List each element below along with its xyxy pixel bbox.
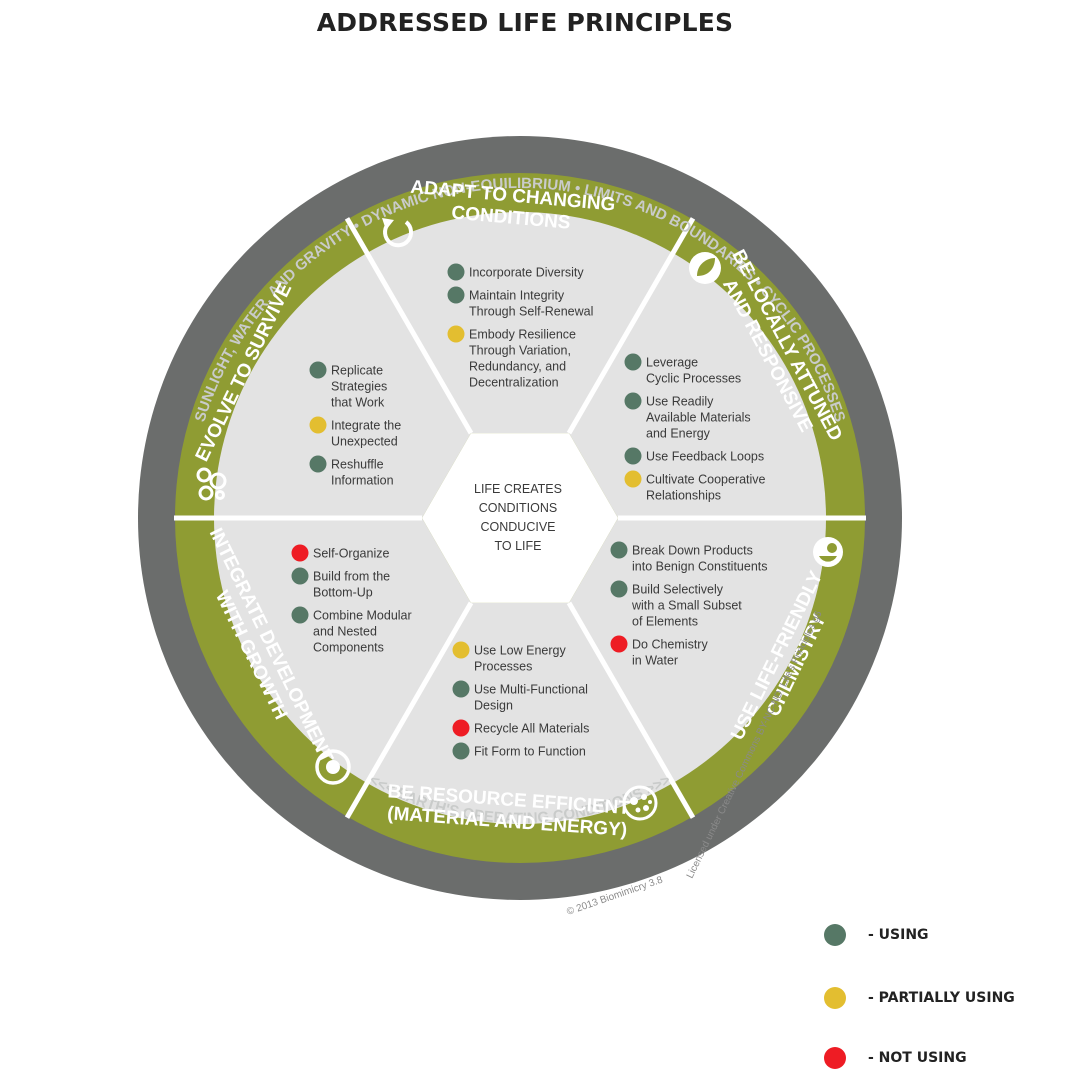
using-dot-icon — [824, 924, 846, 946]
section-icons — [196, 218, 843, 821]
status-dot-not — [610, 635, 628, 653]
circles-cluster-icon — [196, 467, 227, 501]
status-dot-using — [309, 361, 327, 379]
status-dot-using — [447, 286, 465, 304]
principle-item: Use Feedback Loops — [624, 447, 764, 465]
dots-spiral-icon — [622, 785, 658, 821]
legend-item-using: - USING — [824, 922, 929, 948]
divider-line — [344, 601, 474, 819]
principle-item: Self-Organize — [291, 544, 389, 562]
legend-item-partial: - PARTIALLY USING — [824, 985, 1015, 1011]
principle-item-label: Fit Form to Function — [474, 745, 586, 759]
wedge-adapt — [367, 212, 673, 434]
not-using-dot-icon — [824, 1047, 846, 1069]
legend-label-partial: - PARTIALLY USING — [868, 990, 1015, 1006]
divider-line — [344, 217, 474, 435]
leaf-icon — [689, 252, 721, 284]
principle-item-label: Self-Organize — [313, 547, 389, 561]
cycle-arrow-icon — [382, 218, 414, 248]
status-dot-using — [447, 263, 465, 281]
status-dot-using — [610, 580, 628, 598]
wedge-integrate — [214, 518, 471, 784]
page-title: ADDRESSED LIFE PRINCIPLES — [316, 8, 734, 37]
target-icon — [315, 749, 351, 785]
status-dot-using — [291, 567, 309, 585]
center-hexagon — [422, 433, 618, 603]
principle-item: Fit Form to Function — [452, 742, 586, 760]
status-dot-using — [624, 392, 642, 410]
flask-icon — [813, 537, 843, 567]
status-dot-partial — [309, 416, 327, 434]
status-dot-partial — [452, 641, 470, 659]
status-dot-using — [291, 606, 309, 624]
legend-label-not-using: - NOT USING — [868, 1050, 967, 1066]
principle-item: Incorporate Diversity — [447, 263, 584, 281]
legend-label-using: - USING — [868, 927, 929, 943]
principle-item: Recycle All Materials — [452, 719, 589, 737]
status-dot-partial — [624, 470, 642, 488]
divider-line — [566, 601, 696, 819]
wedge-evolve — [214, 252, 471, 519]
status-dot-not — [291, 544, 309, 562]
principle-item-label: Use Feedback Loops — [646, 450, 764, 464]
status-dot-not — [452, 719, 470, 737]
status-dot-using — [610, 541, 628, 559]
status-dot-using — [624, 447, 642, 465]
status-dot-using — [309, 455, 327, 473]
principle-item-label: Recycle All Materials — [474, 722, 589, 736]
status-dot-using — [452, 680, 470, 698]
principle-item-label: Incorporate Diversity — [469, 266, 584, 280]
status-dot-using — [452, 742, 470, 760]
legend-item-not-using: - NOT USING — [824, 1045, 967, 1071]
section-dividers — [174, 217, 866, 819]
status-dot-partial — [447, 325, 465, 343]
divider-line — [566, 217, 696, 435]
wedge-chem — [569, 518, 827, 784]
status-dot-using — [624, 353, 642, 371]
wedge-resource — [367, 602, 673, 824]
partial-dot-icon — [824, 987, 846, 1009]
